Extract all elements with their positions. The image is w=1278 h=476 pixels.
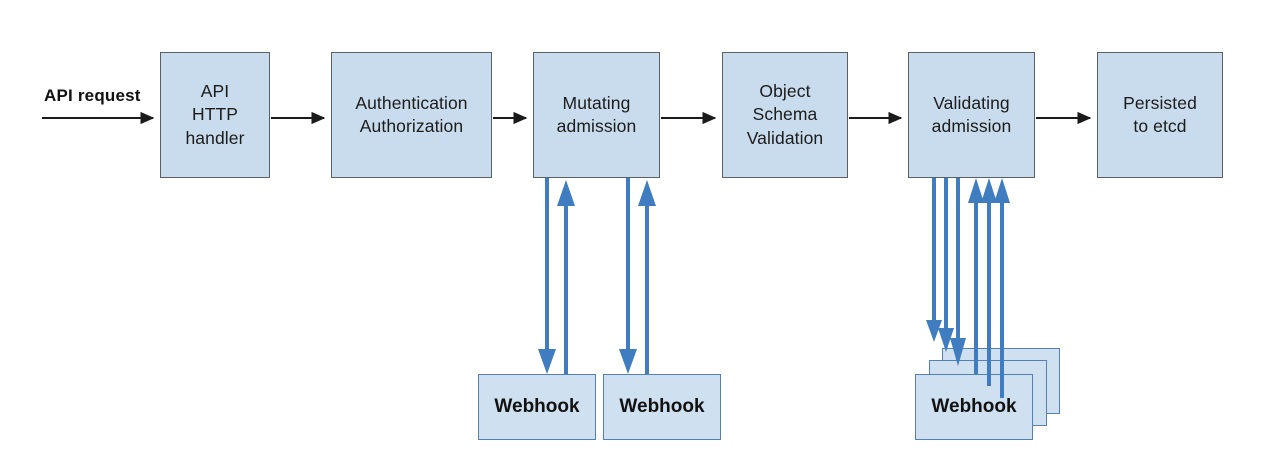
line: Authorization: [359, 116, 464, 136]
webhook-box-mutating-1[interactable]: Webhook: [478, 374, 596, 440]
line: Mutating: [562, 92, 631, 113]
line: HTTP: [191, 104, 239, 125]
line: Authentication: [355, 92, 468, 113]
line: Persisted: [1123, 92, 1197, 113]
arrow-mutating-to-webhook-2: [619, 178, 637, 374]
line: admission: [556, 116, 637, 136]
line: Schema: [752, 104, 818, 125]
arrow-webhook-2-to-mutating: [638, 180, 656, 374]
line: to etcd: [1133, 116, 1187, 136]
arrow-webhook-1-to-mutating: [557, 180, 575, 374]
webhook-box-validating-1[interactable]: Webhook: [915, 374, 1033, 440]
box-api-http-handler-label: API HTTP handler: [185, 80, 244, 149]
arrow-webhook-1-to-validating: [968, 178, 984, 374]
api-request-label: API request: [44, 86, 141, 105]
line: Validating: [933, 92, 1010, 113]
webhook-box-mutating-2[interactable]: Webhook: [603, 374, 721, 440]
box-persisted-to-etcd-label: Persisted to etcd: [1123, 92, 1197, 138]
box-mutating-admission[interactable]: Mutating admission: [533, 52, 660, 178]
arrow-validating-to-webhook-2: [938, 178, 954, 352]
box-validating-admission[interactable]: Validating admission: [908, 52, 1035, 178]
line: Validation: [746, 127, 824, 148]
arrow-validating-to-webhook-1: [926, 178, 942, 342]
box-object-schema-validation[interactable]: Object Schema Validation: [722, 52, 848, 178]
box-mutating-admission-label: Mutating admission: [557, 92, 637, 138]
box-persisted-to-etcd[interactable]: Persisted to etcd: [1097, 52, 1223, 178]
arrow-mutating-to-webhook-1: [538, 178, 556, 374]
box-api-http-handler[interactable]: API HTTP handler: [160, 52, 270, 178]
line: API: [200, 81, 230, 102]
arrow-validating-to-webhook-3: [950, 178, 966, 366]
box-authentication-authorization[interactable]: Authentication Authorization: [331, 52, 492, 178]
line: admission: [931, 116, 1012, 136]
box-validating-admission-label: Validating admission: [932, 92, 1012, 138]
box-authentication-authorization-label: Authentication Authorization: [355, 92, 467, 138]
line: Object: [759, 81, 811, 102]
line: handler: [185, 127, 245, 148]
box-object-schema-validation-label: Object Schema Validation: [747, 80, 824, 149]
